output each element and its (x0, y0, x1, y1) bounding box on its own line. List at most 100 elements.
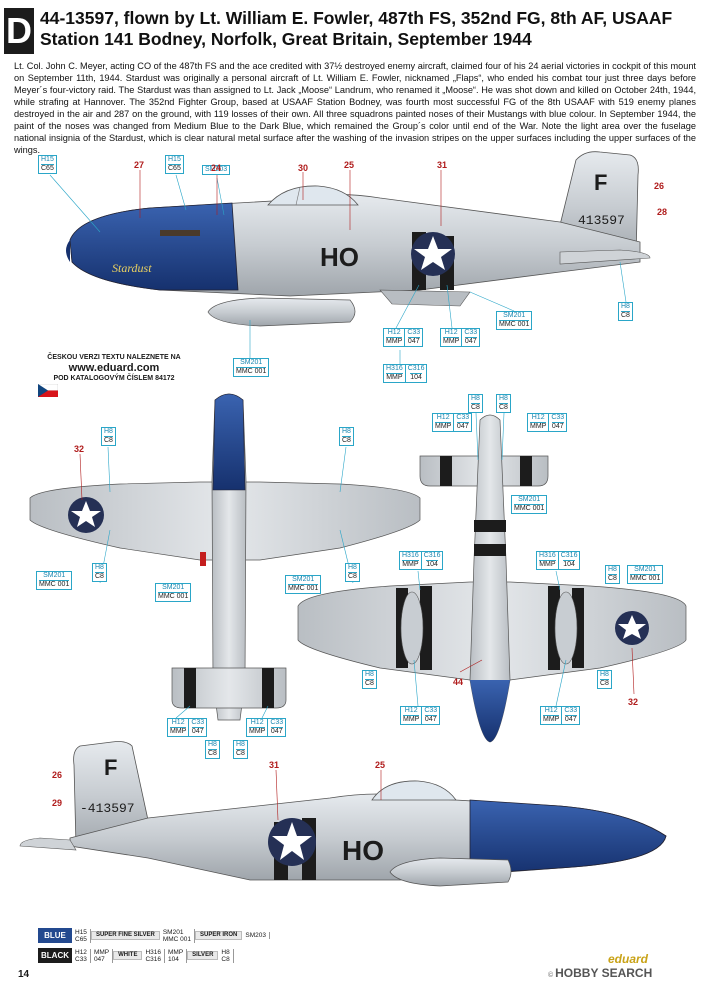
profile-letter: D (4, 8, 34, 54)
callout-code-top: C33 (424, 707, 438, 714)
legend-name-super-iron: SUPER IRON (195, 931, 243, 940)
decal-number: 32 (74, 444, 85, 454)
callout-code-bottom: 047 (424, 715, 437, 723)
number-leaders (79, 170, 635, 821)
callout-code-top: C316 (423, 552, 441, 559)
callout-code-bottom: C8 (208, 749, 217, 757)
side-profile-right (19, 741, 667, 887)
decal-number: 44 (453, 677, 464, 687)
callout-code-bottom: MMP (249, 727, 266, 735)
decal-number: 26 (654, 181, 665, 191)
description-text: Lt. Col. John C. Meyer, acting CO of the… (14, 61, 696, 155)
callout-code-bottom: C8 (499, 403, 508, 411)
callout-code-bottom: C8 (236, 749, 245, 757)
brand-logo: eduard (608, 952, 649, 966)
callout-code-top: H316 (402, 552, 419, 559)
callout-code-top: SM201 (292, 576, 315, 583)
callout-code-top: SM201 (162, 584, 185, 591)
callout-code-bottom: MMP (386, 337, 403, 345)
decal-number: 31 (269, 760, 280, 770)
code-letters-side1: HO (320, 242, 359, 272)
callout-code-top: C33 (191, 719, 205, 726)
callout-code-top: H15 (41, 156, 54, 163)
decal-number: 30 (298, 163, 309, 173)
callout-code-top: H12 (444, 329, 458, 336)
callout-code-top: H12 (531, 414, 545, 421)
callout-code-top: SM201 (518, 496, 541, 503)
callout-code-top: H8 (621, 303, 630, 310)
decal-number: 32 (628, 697, 639, 707)
callout-code-top: H316 (539, 552, 556, 559)
callout-code-top: H12 (404, 707, 418, 714)
czech-note-url[interactable]: www.eduard.com (68, 362, 160, 374)
callout-code-bottom: MMP (530, 422, 547, 430)
czech-version-note: ČESKOU VERZI TEXTU NALEZNETE NA www.edua… (34, 353, 194, 383)
callout-code-top: SM201 (240, 359, 263, 366)
decal-number: 24 (211, 163, 222, 173)
callout-code-bottom: MMP (403, 715, 420, 723)
callout-code-bottom: 047 (551, 422, 564, 430)
callout-code-top: C33 (456, 414, 470, 421)
decal-number: 28 (657, 207, 668, 217)
legend-name-silver: SILVER (187, 951, 219, 960)
callout-code-top: H8 (600, 671, 609, 678)
callout-code-bottom: MMC 001 (236, 367, 267, 375)
callout-code-bottom: MMC 001 (499, 320, 530, 328)
callout-code-top: C33 (564, 707, 578, 714)
callout-code-top: C316 (407, 365, 425, 372)
callout-code-bottom: C8 (365, 679, 374, 687)
side-profile-left (66, 151, 651, 327)
callout-code-top: H12 (250, 719, 264, 726)
callout-code-bottom: 047 (456, 422, 469, 430)
paint-callout: SM203 (202, 165, 231, 175)
callout-code-top: H12 (387, 329, 401, 336)
decal-number: 25 (344, 160, 355, 170)
callout-code-bottom: MMP (435, 422, 452, 430)
callout-code-bottom: MMP (443, 337, 460, 345)
leader-lines (49, 174, 627, 719)
page-number: 14 (18, 969, 30, 980)
callout-code-top: C316 (560, 552, 578, 559)
callout-code-top: H8 (499, 395, 508, 402)
